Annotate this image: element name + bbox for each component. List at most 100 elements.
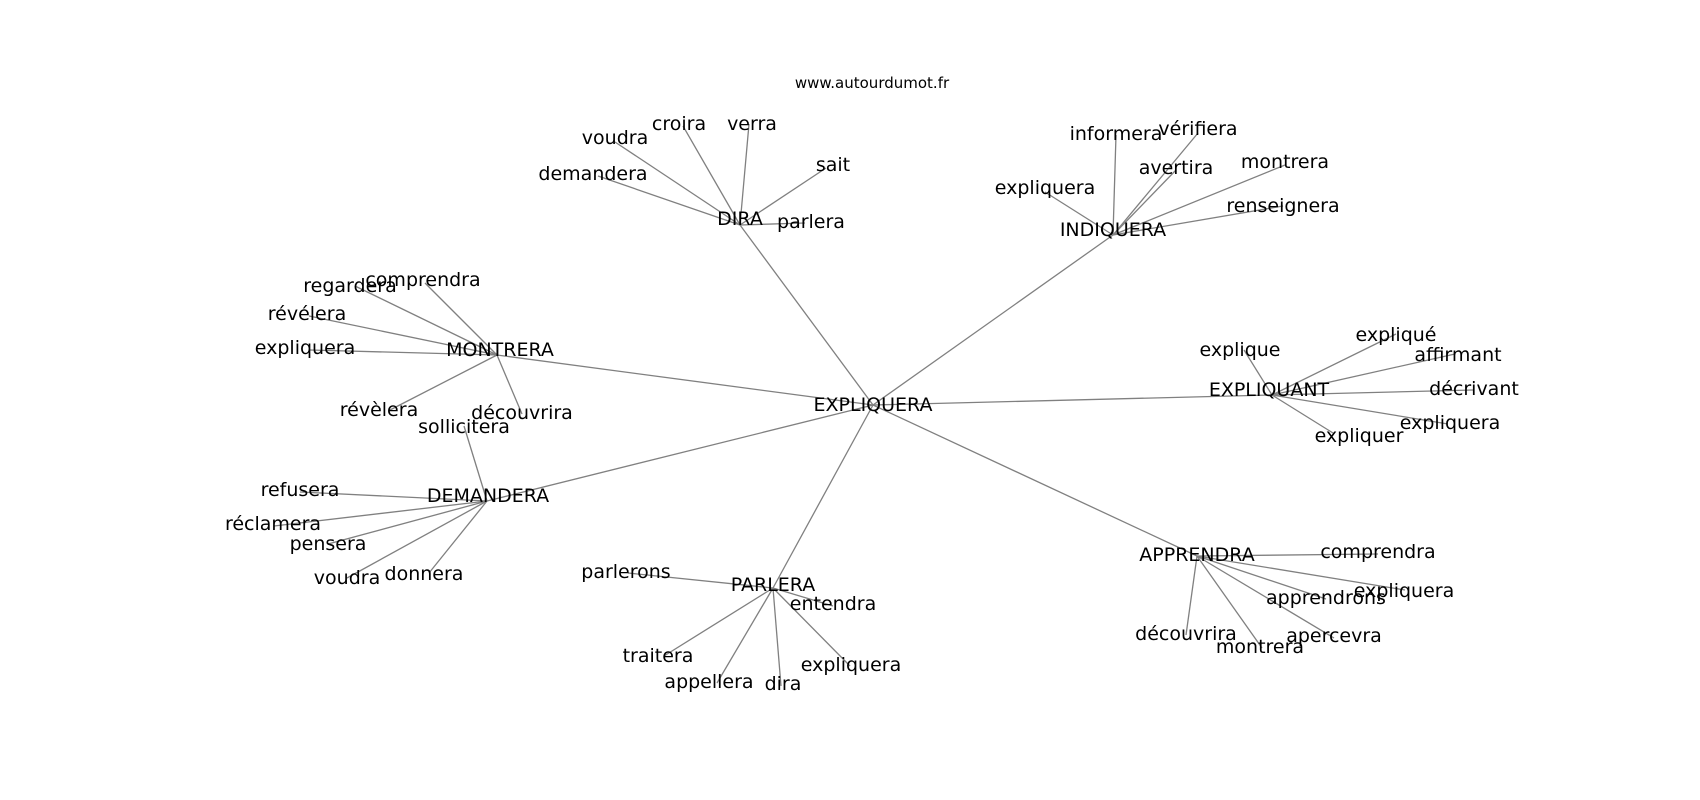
edge-montrera-leaf-1 <box>424 282 498 356</box>
source-url: www.autourdumot.fr <box>795 74 950 92</box>
graph-edges <box>273 123 1474 687</box>
node-leaf-montrera-3[interactable]: expliquera <box>255 337 355 359</box>
edge-expliquant-leaf-0 <box>1243 349 1273 396</box>
node-leaf-dira-2[interactable]: verra <box>727 113 777 135</box>
node-leaf-dira-1[interactable]: croira <box>652 113 706 135</box>
edge-center-montrera <box>496 354 874 406</box>
node-leaf-apprendra-1[interactable]: expliquera <box>1354 580 1454 602</box>
edge-apprendra-leaf-5 <box>1196 555 1263 649</box>
node-hub-parlera[interactable]: PARLERA <box>731 574 815 596</box>
edge-center-dira <box>739 224 874 406</box>
edge-demandera-leaf-0 <box>463 425 488 502</box>
node-leaf-demandera-0[interactable]: sollicitera <box>418 416 510 438</box>
edge-center-demandera <box>486 404 874 502</box>
edge-expliquant-leaf-3 <box>1271 389 1474 396</box>
edge-indiquera-leaf-0 <box>1112 134 1117 236</box>
edge-parlera-leaf-1 <box>772 587 834 607</box>
edge-apprendra-leaf-0 <box>1196 553 1379 557</box>
edge-expliquant-leaf-2 <box>1271 353 1456 396</box>
node-leaf-parlera-2[interactable]: traitera <box>623 645 694 667</box>
edge-indiquera-leaf-5 <box>1112 205 1284 236</box>
node-hub-demandera[interactable]: DEMANDERA <box>427 485 549 507</box>
node-leaf-expliquant-3[interactable]: décrivant <box>1429 378 1519 400</box>
node-leaf-indiquera-5[interactable]: renseignera <box>1226 195 1339 217</box>
edge-demandera-leaf-5 <box>428 500 488 574</box>
node-leaf-montrera-0[interactable]: regardera <box>303 275 396 297</box>
node-leaf-apprendra-3[interactable]: apercevra <box>1286 625 1382 647</box>
node-leaf-demandera-4[interactable]: voudra <box>314 567 380 589</box>
edge-montrera-leaf-0 <box>354 285 498 356</box>
node-leaf-dira-5[interactable]: parlera <box>777 211 845 233</box>
edge-apprendra-leaf-2 <box>1196 555 1327 600</box>
node-leaf-montrera-2[interactable]: révélera <box>268 303 346 325</box>
node-leaf-expliquant-1[interactable]: expliqué <box>1355 324 1436 346</box>
edge-parlera-leaf-2 <box>663 587 774 657</box>
node-leaf-dira-3[interactable]: sait <box>816 154 850 176</box>
edge-demandera-leaf-1 <box>299 491 488 502</box>
edge-center-expliquant <box>872 394 1273 406</box>
edge-center-indiquera <box>872 234 1114 406</box>
edge-center-parlera <box>772 404 874 589</box>
edge-apprendra-leaf-1 <box>1196 555 1406 591</box>
node-leaf-indiquera-2[interactable]: avertira <box>1139 157 1214 179</box>
edge-demandera-leaf-4 <box>346 500 488 579</box>
node-leaf-parlera-4[interactable]: dira <box>765 673 802 695</box>
node-leaf-demandera-5[interactable]: donnera <box>385 563 464 585</box>
edge-montrera-leaf-4 <box>389 354 498 411</box>
node-leaf-demandera-1[interactable]: refusera <box>261 479 340 501</box>
node-leaf-indiquera-0[interactable]: informera <box>1070 123 1163 145</box>
edge-montrera-leaf-3 <box>309 349 498 356</box>
edge-parlera-leaf-5 <box>772 587 851 667</box>
edge-parlera-leaf-4 <box>772 587 782 687</box>
edge-demandera-leaf-2 <box>273 500 488 527</box>
node-leaf-dira-4[interactable]: demandera <box>538 163 647 185</box>
edge-apprendra-leaf-4 <box>1185 555 1198 636</box>
edge-indiquera-leaf-3 <box>1112 164 1286 236</box>
node-leaf-montrera-5[interactable]: découvrira <box>471 402 573 424</box>
node-leaf-apprendra-2[interactable]: apprendrons <box>1266 587 1386 609</box>
edge-demandera-leaf-3 <box>327 500 488 545</box>
node-leaf-indiquera-3[interactable]: montrera <box>1241 151 1329 173</box>
node-hub-montrera[interactable]: MONTRERA <box>446 339 554 361</box>
edge-apprendra-leaf-3 <box>1196 555 1335 639</box>
node-leaf-parlera-1[interactable]: entendra <box>790 593 876 615</box>
edge-center-apprendra <box>872 404 1198 557</box>
edge-montrera-leaf-5 <box>496 354 523 415</box>
node-leaf-apprendra-0[interactable]: comprendra <box>1320 541 1435 563</box>
node-hub-dira[interactable]: DIRA <box>717 208 763 230</box>
edge-parlera-leaf-0 <box>627 572 774 589</box>
node-leaf-montrera-1[interactable]: comprendra <box>365 269 480 291</box>
edge-expliquant-leaf-4 <box>1271 394 1449 425</box>
node-center[interactable]: EXPLIQUERA <box>814 394 933 416</box>
edge-indiquera-leaf-1 <box>1112 132 1199 236</box>
node-leaf-apprendra-4[interactable]: découvrira <box>1135 623 1237 645</box>
node-leaf-expliquant-5[interactable]: expliquer <box>1315 425 1404 447</box>
node-hub-expliquant[interactable]: EXPLIQUANT <box>1209 379 1330 401</box>
node-leaf-parlera-0[interactable]: parlerons <box>581 561 670 583</box>
node-hub-apprendra[interactable]: APPRENDRA <box>1139 544 1254 566</box>
node-leaf-demandera-3[interactable]: pensera <box>290 533 367 555</box>
edge-expliquant-leaf-1 <box>1271 333 1397 396</box>
edge-parlera-leaf-3 <box>716 587 774 684</box>
node-leaf-apprendra-5[interactable]: montrera <box>1216 636 1304 658</box>
node-leaf-indiquera-4[interactable]: expliquera <box>995 177 1095 199</box>
node-leaf-parlera-3[interactable]: appellera <box>664 671 753 693</box>
node-leaf-demandera-2[interactable]: réclamera <box>225 513 321 535</box>
edge-dira-leaf-0 <box>614 141 741 226</box>
node-leaf-montrera-4[interactable]: révèlera <box>340 399 418 421</box>
edge-dira-leaf-5 <box>739 222 806 226</box>
edge-indiquera-leaf-4 <box>1044 191 1114 236</box>
edge-dira-leaf-2 <box>739 123 750 226</box>
node-leaf-expliquant-0[interactable]: explique <box>1199 339 1280 361</box>
node-leaf-expliquant-4[interactable]: expliquera <box>1400 412 1500 434</box>
node-leaf-dira-0[interactable]: voudra <box>582 127 648 149</box>
node-leaf-indiquera-1[interactable]: vérifiera <box>1158 118 1237 140</box>
edge-expliquant-leaf-5 <box>1271 394 1334 434</box>
node-leaf-expliquant-2[interactable]: affirmant <box>1414 344 1501 366</box>
edge-montrera-leaf-2 <box>308 315 498 356</box>
node-hub-indiquera[interactable]: INDIQUERA <box>1060 219 1166 241</box>
edge-dira-leaf-4 <box>597 175 741 226</box>
edge-dira-leaf-1 <box>682 125 741 226</box>
node-leaf-parlera-5[interactable]: expliquera <box>801 654 901 676</box>
